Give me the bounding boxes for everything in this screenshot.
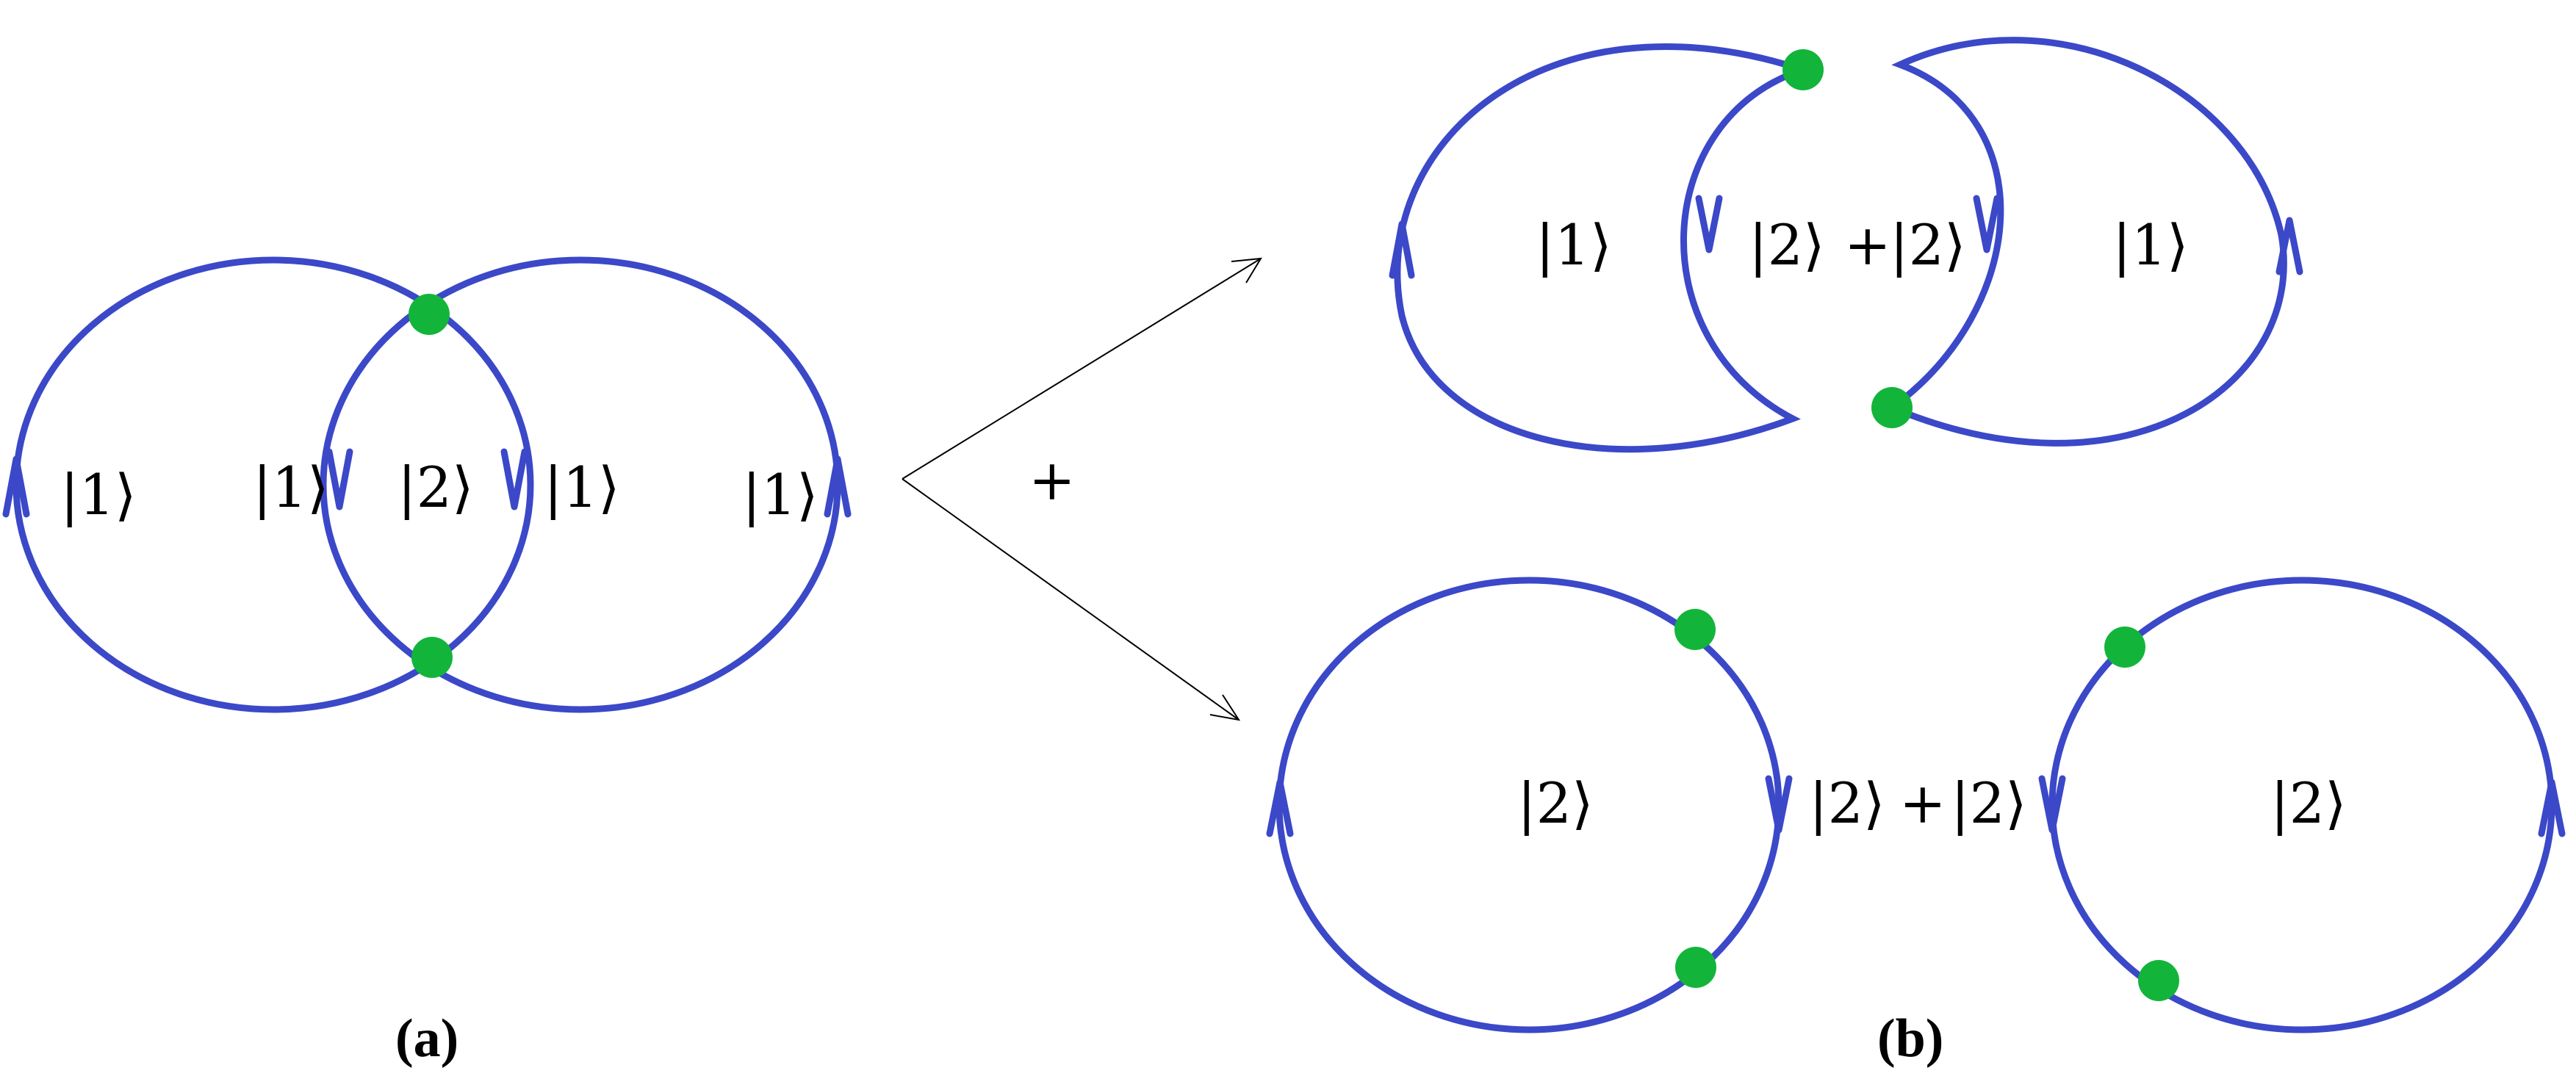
down-arrow-icon (1765, 775, 1793, 834)
up-arrow-icon (2538, 779, 2566, 837)
arrow-head-icon (1231, 257, 1262, 284)
down-arrow-icon (325, 448, 353, 510)
up-arrow-icon (824, 455, 852, 518)
ket-label: |1⟩ (253, 455, 329, 520)
ket-label: |2⟩ (2270, 770, 2347, 836)
vertex (1871, 387, 1913, 428)
ket-label: |2⟩ (1809, 770, 1885, 836)
vertex (2138, 960, 2179, 1001)
ket-label: |1⟩ (742, 462, 819, 527)
panel-label: (a) (395, 1008, 458, 1069)
ket-label: |1⟩ (544, 455, 620, 520)
ket-label: |2⟩ (1951, 770, 2027, 836)
vertex (1675, 947, 1716, 988)
right-crescent-loop (1885, 37, 2287, 447)
vertex (1674, 609, 1716, 650)
ket-label: |2⟩ (397, 455, 474, 520)
panel-label: (b) (1877, 1008, 1943, 1069)
arrow-head-icon (1209, 694, 1241, 721)
panel-b-top-row: |1⟩ |2⟩ + |2⟩ |1⟩ (1389, 37, 2303, 453)
left-loop (12, 256, 534, 713)
right-bottom-loop (2048, 577, 2555, 1033)
panel-b-bottom-row: |2⟩ |2⟩ + |2⟩ |2⟩ (b) (1266, 577, 2566, 1069)
up-arrow-icon (2, 455, 30, 518)
plus-sign: + (1029, 447, 1076, 513)
down-arrow-icon (500, 448, 528, 510)
connector-down (902, 478, 1240, 721)
vertex (1782, 49, 1824, 90)
plus-sign: + (1899, 770, 1946, 836)
up-arrow-icon (1266, 779, 1294, 837)
expansion-arrows: + (902, 257, 1262, 721)
up-arrow-icon (1389, 220, 1415, 279)
ket-label: |1⟩ (2112, 212, 2189, 278)
ket-label: |2⟩ (1749, 212, 1825, 278)
ket-label: |2⟩ (1890, 212, 1966, 278)
panel-a: |1⟩ |1⟩ |2⟩ |1⟩ |1⟩ (a) (2, 256, 852, 1069)
connector-up (902, 258, 1262, 480)
left-bottom-loop (1276, 577, 1782, 1033)
down-arrow-icon (1973, 195, 2001, 253)
plus-sign: + (1844, 212, 1891, 278)
down-arrow-icon (2038, 775, 2066, 834)
right-loop (320, 256, 841, 713)
left-crescent-loop (1394, 43, 1814, 453)
vertex-top (409, 294, 450, 335)
ket-label: |2⟩ (1517, 770, 1594, 836)
ket-label: |1⟩ (60, 462, 137, 527)
vertex (2104, 627, 2145, 668)
ket-label: |1⟩ (1536, 212, 1612, 278)
down-arrow-icon (1695, 195, 1723, 253)
vertex-bottom (411, 637, 453, 678)
up-arrow-icon (2275, 217, 2303, 275)
